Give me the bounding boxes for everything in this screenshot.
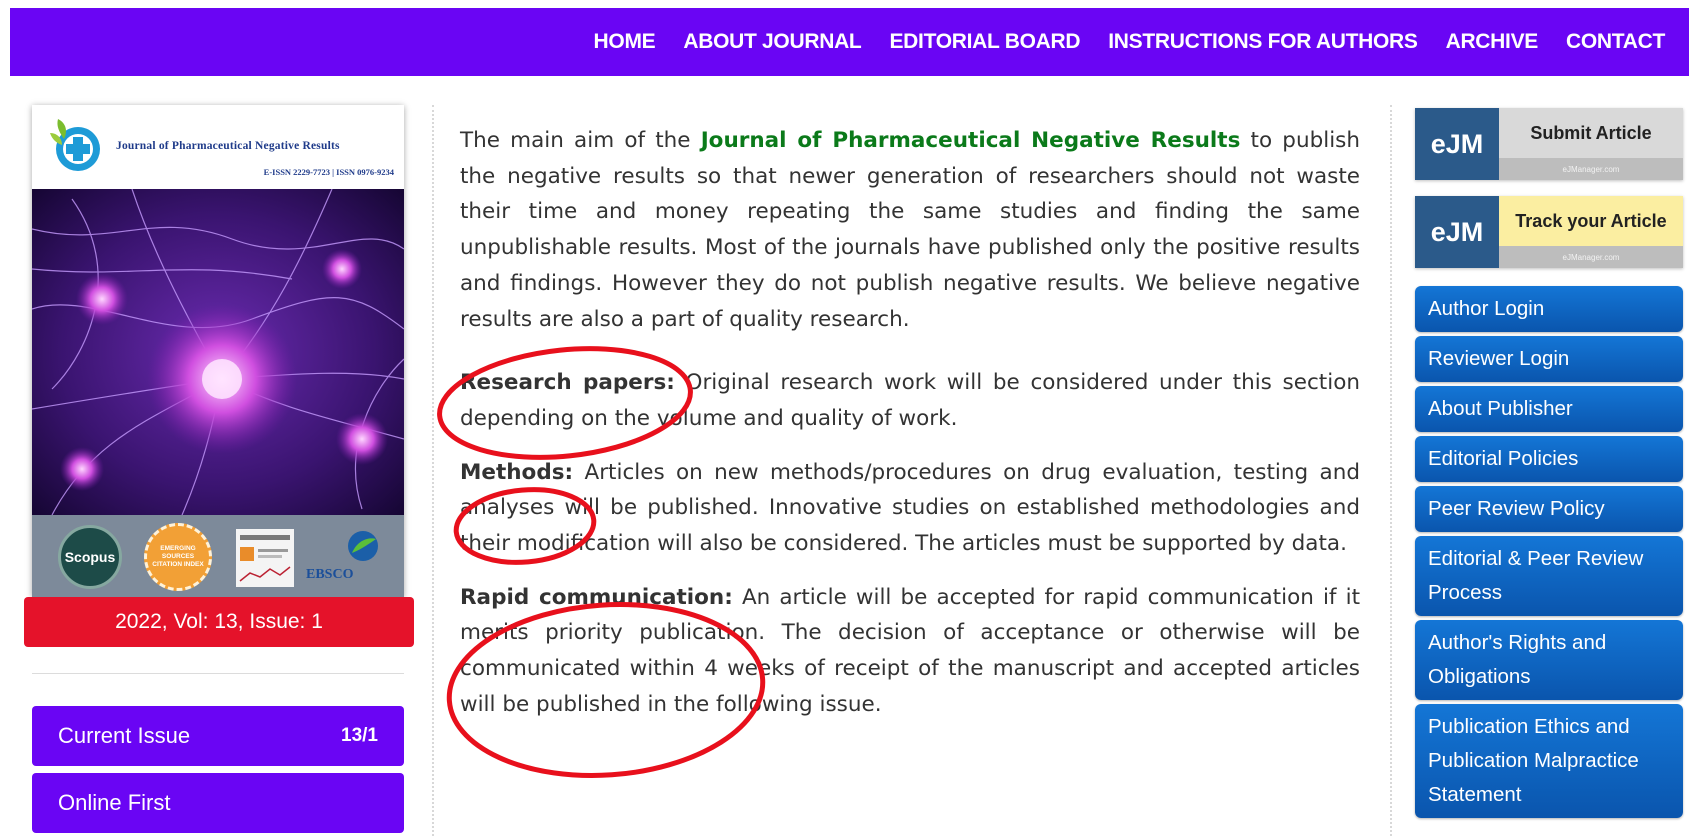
sidebar-peer-review-policy[interactable]: Peer Review Policy: [1415, 486, 1683, 532]
issue-label[interactable]: 2022, Vol: 13, Issue: 1: [24, 597, 414, 647]
rapid-communication-paragraph: Rapid communication: An article will be …: [460, 580, 1360, 723]
sidebar-editorial-policies[interactable]: Editorial Policies: [1415, 436, 1683, 482]
research-papers-paragraph: Research papers: Original research work …: [460, 365, 1360, 436]
ejm-subtext: eJManager.com: [1499, 158, 1683, 180]
top-navigation-bar: HOME ABOUT JOURNAL EDITORIAL BOARD INSTR…: [10, 8, 1689, 76]
ebsco-logo-icon: [348, 531, 378, 561]
indexing-badges: Scopus EMERGING SOURCES CITATION INDEX E…: [32, 515, 404, 597]
methods-heading: Methods:: [460, 459, 574, 485]
scopus-badge: Scopus: [58, 525, 122, 589]
nav-home[interactable]: HOME: [593, 30, 656, 53]
nav-menu: HOME ABOUT JOURNAL EDITORIAL BOARD INSTR…: [593, 8, 1666, 76]
online-first-label: Online First: [58, 790, 171, 815]
submit-article-label: Submit Article: [1530, 122, 1652, 143]
intro-text-start: The main aim of the: [460, 128, 701, 153]
journal-logo-icon: [50, 119, 100, 171]
nav-archive[interactable]: ARCHIVE: [1445, 30, 1539, 53]
track-article-label: Track your Article: [1499, 196, 1683, 246]
sidebar-author-login[interactable]: Author Login: [1415, 286, 1683, 332]
sidebar-editorial-peer-review-process[interactable]: Editorial & Peer Review Process: [1415, 536, 1683, 616]
research-papers-heading: Research papers:: [460, 370, 675, 396]
methods-paragraph: Methods: Articles on new methods/procedu…: [460, 455, 1360, 562]
intro-paragraph: The main aim of the Journal of Pharmaceu…: [460, 123, 1360, 337]
nav-editorial-board[interactable]: EDITORIAL BOARD: [889, 30, 1081, 53]
nav-contact[interactable]: CONTACT: [1566, 30, 1665, 53]
sidebar-authors-rights[interactable]: Author's Rights and Obligations: [1415, 620, 1683, 700]
jcr-badge-icon: [236, 529, 294, 587]
submit-article-button[interactable]: eJM Submit Article eJManager.com: [1415, 108, 1683, 180]
ejm-tag: eJM: [1415, 108, 1499, 180]
esci-badge: EMERGING SOURCES CITATION INDEX: [144, 523, 212, 591]
cover-title: Journal of Pharmaceutical Negative Resul…: [116, 140, 340, 152]
intro-text-end: to publish the negative results so that …: [460, 128, 1361, 332]
current-issue-button[interactable]: Current Issue 13/1: [32, 706, 404, 766]
nav-about-journal[interactable]: ABOUT JOURNAL: [683, 30, 862, 53]
rapid-communication-heading: Rapid communication:: [460, 584, 733, 610]
journal-cover[interactable]: Journal of Pharmaceutical Negative Resul…: [32, 105, 404, 597]
cover-header: Journal of Pharmaceutical Negative Resul…: [32, 105, 404, 189]
main-content: The main aim of the Journal of Pharmaceu…: [432, 105, 1392, 836]
ejm-subtext: eJManager.com: [1499, 246, 1683, 268]
online-first-button[interactable]: Online First: [32, 773, 404, 833]
ejm-tag: eJM: [1415, 196, 1499, 268]
methods-text: Articles on new methods/procedures on dr…: [460, 459, 1360, 557]
nav-instructions-for-authors[interactable]: INSTRUCTIONS FOR AUTHORS: [1108, 30, 1418, 53]
track-article-button[interactable]: eJM Track your Article eJManager.com: [1415, 196, 1683, 268]
ebsco-text: EBSCO: [306, 567, 354, 582]
content-body: The main aim of the Journal of Pharmaceu…: [460, 123, 1360, 723]
sidebar-about-publisher[interactable]: About Publisher: [1415, 386, 1683, 432]
current-issue-label: Current Issue: [58, 723, 191, 748]
sidebar-reviewer-login[interactable]: Reviewer Login: [1415, 336, 1683, 382]
journal-name: Journal of Pharmaceutical Negative Resul…: [700, 128, 1241, 153]
neuron-cover-image: [32, 189, 404, 515]
ebsco-badge: EBSCO: [300, 527, 400, 587]
current-issue-count: 13/1: [341, 725, 378, 746]
left-divider: [32, 673, 404, 674]
sidebar-publication-ethics[interactable]: Publication Ethics and Publication Malpr…: [1415, 704, 1683, 818]
cover-issn: E-ISSN 2229-7723 | ISSN 0976-9234: [263, 167, 394, 177]
